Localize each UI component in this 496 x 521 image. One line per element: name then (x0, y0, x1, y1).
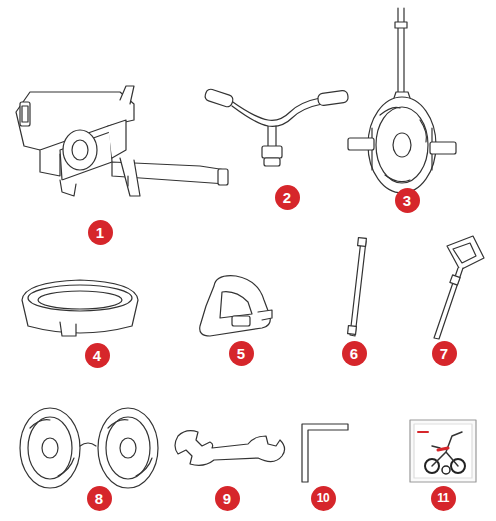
manual (410, 420, 476, 482)
callout-number: 4 (93, 348, 101, 363)
callout-number: 8 (95, 491, 103, 506)
callout-number: 6 (350, 346, 358, 361)
callout-circle: 4 (85, 343, 110, 368)
callout-circle: 2 (275, 185, 300, 210)
callout-number: 10 (317, 492, 329, 504)
front-wheel (348, 8, 456, 193)
callout-circle: 3 (395, 188, 420, 213)
callout-number: 11 (437, 492, 449, 504)
rod (348, 238, 367, 336)
callout-circle: 8 (87, 486, 112, 511)
callout-circle: 1 (88, 220, 113, 245)
seat (200, 276, 272, 336)
callout-circle: 11 (431, 486, 456, 511)
handlebar (204, 88, 349, 166)
callout-circle: 5 (229, 341, 254, 366)
callout-number: 5 (237, 346, 245, 361)
frame (16, 86, 228, 196)
callout-number: 7 (440, 346, 448, 361)
wrench (175, 431, 285, 466)
hex-key (302, 424, 348, 482)
rear-wheels (20, 408, 158, 488)
callout-number: 1 (96, 225, 104, 240)
basket (22, 280, 138, 336)
callout-circle: 6 (342, 341, 367, 366)
callout-circle: 10 (311, 486, 336, 511)
push-handle (434, 236, 484, 339)
callout-number: 9 (223, 491, 231, 506)
callout-circle: 9 (215, 486, 240, 511)
callout-number: 3 (403, 193, 411, 208)
callout-number: 2 (283, 190, 291, 205)
callout-circle: 7 (432, 341, 457, 366)
